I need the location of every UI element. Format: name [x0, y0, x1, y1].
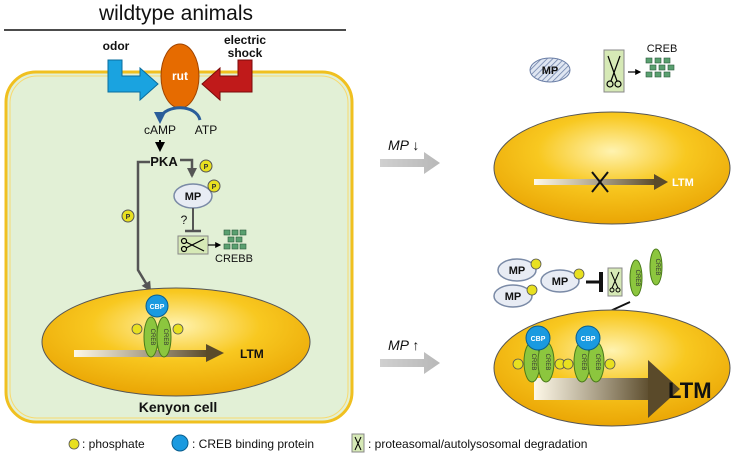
- degradation-scissors-icon: [177, 235, 209, 255]
- nucleus: [41, 287, 311, 397]
- creb-cbp-complex: CBP CREB CREB: [562, 325, 616, 383]
- legend: : phosphate : CREB binding protein : pro…: [68, 433, 587, 453]
- ltm-big-label: LTM: [668, 378, 712, 403]
- phosphate-marker-label: P: [212, 184, 217, 191]
- ltm-label: LTM: [672, 177, 694, 189]
- creb-free: CREB CREB: [629, 248, 663, 297]
- creb-label: CREB: [580, 354, 586, 371]
- pka-to-nucleus-arrow: [136, 160, 152, 292]
- legend-degradation-icon: [351, 433, 365, 453]
- mp-up-transition-arrow: [380, 352, 440, 374]
- phosphate-marker: [199, 159, 213, 173]
- creb-label: CREB: [654, 259, 660, 276]
- creb-label: CREB: [530, 354, 536, 371]
- odor-arrow: [107, 59, 159, 102]
- creb-label: CREB: [162, 329, 168, 346]
- ltm-arrow: [74, 344, 224, 362]
- creb-label: CREB: [149, 329, 155, 346]
- creb-label: CREB: [594, 354, 600, 371]
- page-title: wildtype animals: [98, 2, 253, 25]
- mp-label: MP: [509, 265, 526, 277]
- creb-label: CREB: [634, 270, 640, 287]
- atp-label: ATP: [195, 123, 217, 137]
- shock-label: shock: [228, 46, 263, 60]
- phosphate-marker-label: P: [204, 164, 209, 171]
- cbp-label: CBP: [150, 304, 165, 311]
- ltm-arrow: [534, 174, 668, 190]
- phosphate-marker: [121, 209, 135, 223]
- creb-fragments: [645, 57, 675, 78]
- degradation-scissors-icon: [607, 267, 623, 297]
- odor-label: odor: [103, 39, 130, 53]
- legend-cbp-label: : CREB binding protein: [192, 437, 314, 451]
- creb-degraded-label: CREB: [647, 43, 678, 55]
- ltm-big-arrow: [534, 360, 680, 418]
- legend-cbp-icon: [171, 434, 189, 452]
- electric-shock-arrow: [201, 59, 253, 102]
- crebb-fragments: [223, 229, 247, 250]
- rut-label: rut: [172, 69, 188, 83]
- electric-label: electric: [224, 33, 266, 47]
- mp-label: MP: [552, 276, 569, 288]
- mp-label: MP: [542, 65, 559, 77]
- mp-cluster: MP MP MP: [493, 258, 585, 308]
- degradation-scissors-icon: [603, 49, 625, 93]
- cbp-label: CBP: [531, 336, 546, 343]
- blocked-x-icon: [591, 171, 609, 193]
- pka-to-mp-arrow: [180, 158, 197, 178]
- phosphate-marker: [207, 179, 221, 193]
- question-mark: ?: [181, 213, 188, 227]
- camp-label: cAMP: [144, 123, 176, 137]
- legend-phosphate-icon: [68, 438, 80, 450]
- mp-hatched: [529, 57, 571, 83]
- mp-up-label: MP ↑: [388, 337, 419, 353]
- mp-label: MP: [505, 291, 522, 303]
- ltm-label: LTM: [240, 347, 264, 361]
- mp-label: MP: [185, 191, 202, 203]
- cbp-label: CBP: [581, 336, 596, 343]
- nucleus-mp-down: [493, 111, 731, 225]
- legend-degradation-label: : proteasomal/autolysosomal degradation: [368, 437, 587, 451]
- creb-label: CREB: [544, 354, 550, 371]
- crebb-label: CREBB: [215, 253, 253, 265]
- mp-down-label: MP ↓: [388, 137, 419, 153]
- pka-label: PKA: [150, 154, 178, 169]
- mp-down-transition-arrow: [380, 152, 440, 174]
- creb-cbp-complex: CBP CREB CREB: [512, 325, 566, 383]
- kenyon-cell-label: Kenyon cell: [139, 399, 218, 415]
- legend-phosphate-label: : phosphate: [82, 437, 145, 451]
- phosphate-marker-label: P: [126, 214, 131, 221]
- creb-cbp-complex: CBP CREB CREB: [131, 294, 184, 358]
